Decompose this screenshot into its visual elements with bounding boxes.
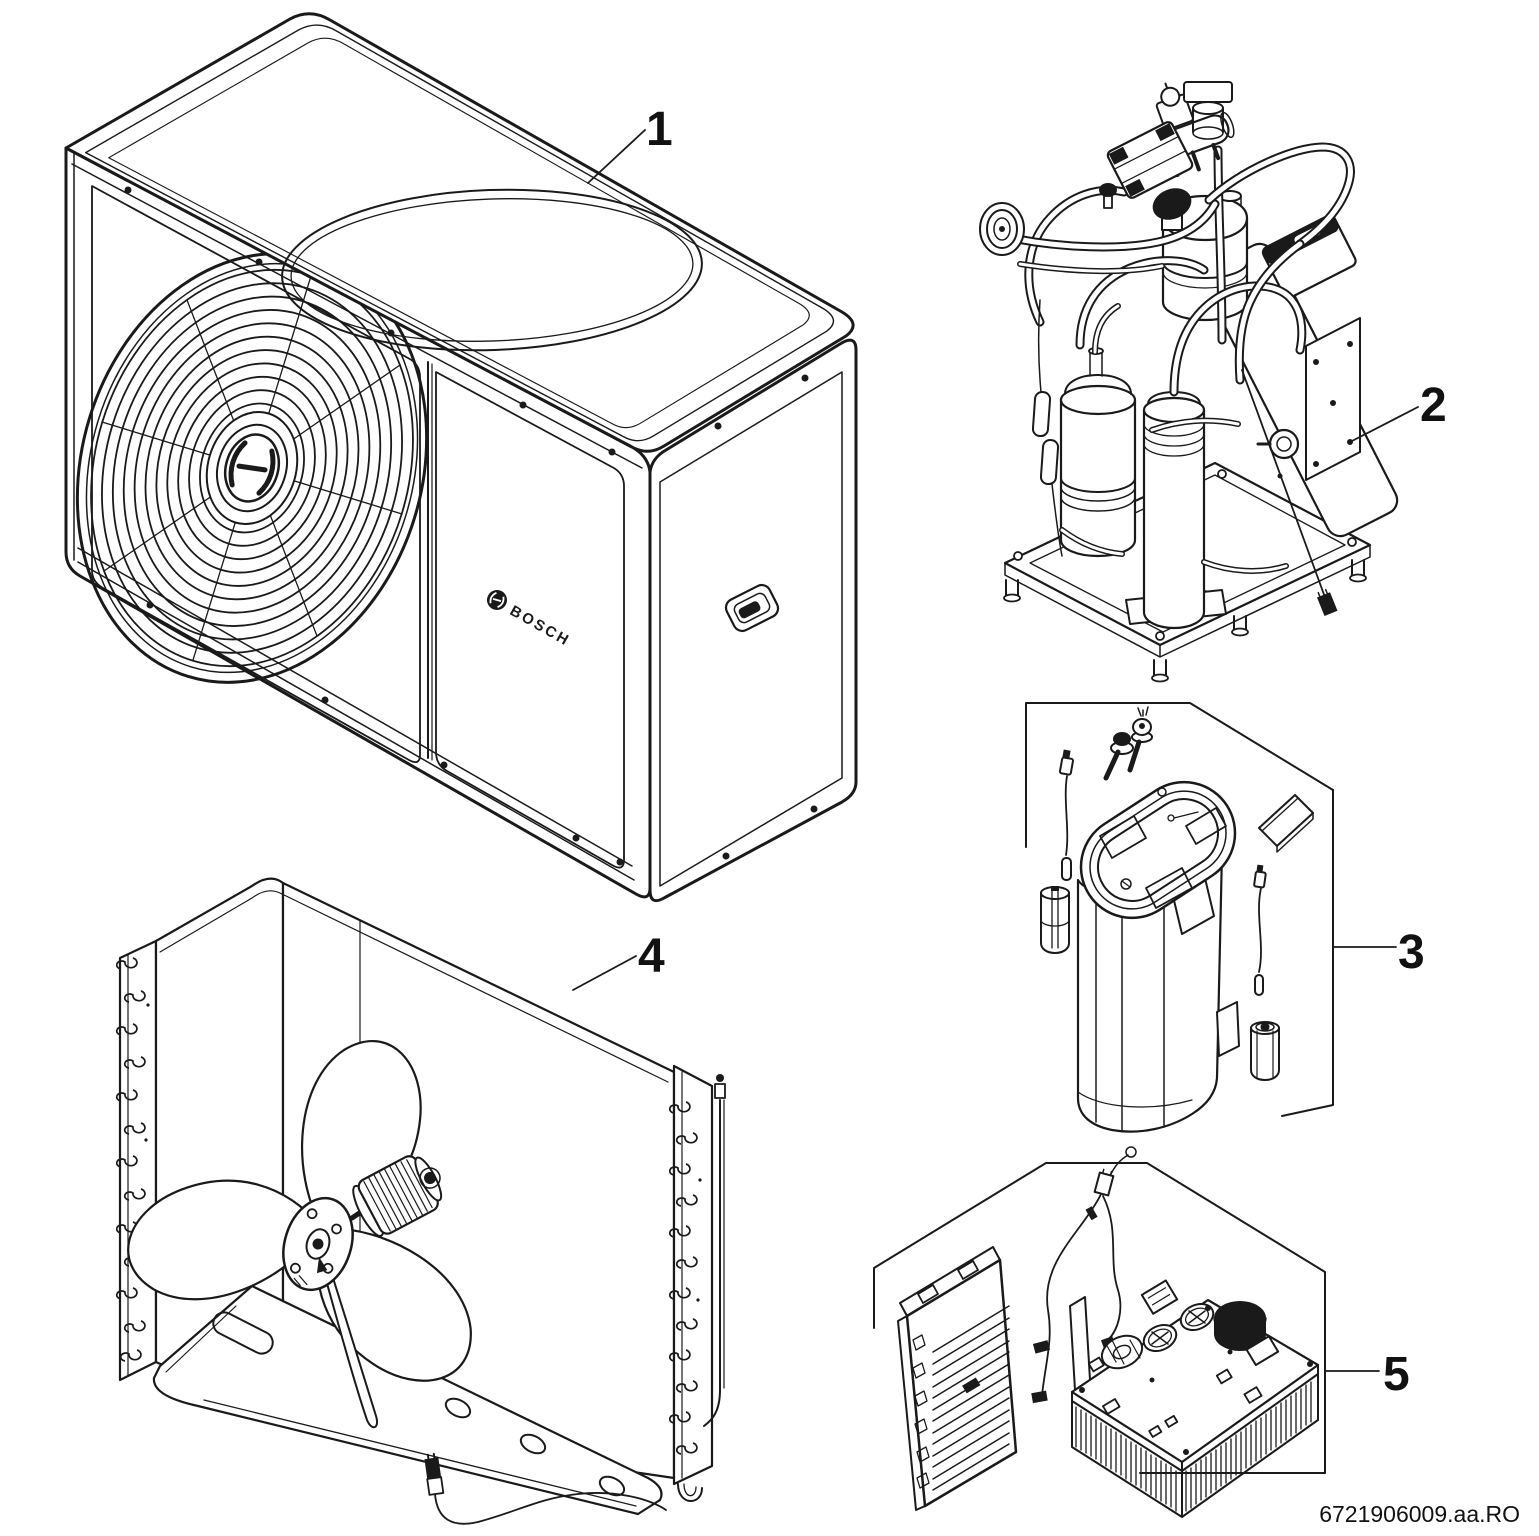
fan-hub-plate [282,1196,354,1292]
grille-rings [90,268,414,668]
inverter-pcb [1069,1279,1320,1518]
pipe-insulation-clamp [1040,886,1070,954]
fan-motor [349,1155,443,1237]
expansion-valve-coil [1099,183,1192,231]
part-2-compressor-assembly[interactable] [979,67,1402,683]
insulation-jacket [1076,780,1240,1133]
heatsink-fins-left [1075,1406,1177,1512]
coil-fins-right [668,1101,702,1455]
callout-3[interactable]: 3 [1332,926,1425,979]
callout-1[interactable]: 1 [587,103,673,184]
callout-2-leader [1351,406,1419,442]
bosch-anchor-logo-icon [223,433,281,503]
inverter-module [897,1246,1018,1511]
callout-3-label[interactable]: 3 [1398,926,1425,979]
fan-motor-cable [424,1452,667,1525]
callout-1-label[interactable]: 1 [646,103,673,156]
callout-2[interactable]: 2 [1351,379,1447,442]
callout-2-label[interactable]: 2 [1420,379,1447,432]
callouts: 1 2 3 4 5 [572,103,1447,1401]
fan-grille [75,252,429,684]
unit-front-panels [64,146,652,899]
suction-port-grommet [979,202,1025,256]
unit-top-panel [64,12,855,453]
insulation-sleeve-small [1250,1021,1280,1081]
callout-5[interactable]: 5 [1324,1348,1410,1401]
kit-box-outline-left [1025,702,1334,848]
wiring-harness [1031,1146,1137,1404]
grommet-plugs [1103,706,1153,781]
part-5-electronics-assembly[interactable] [873,1146,1326,1518]
insulation-pad [1258,794,1314,853]
callout-4[interactable]: 4 [572,930,665,991]
callout-5-label[interactable]: 5 [1383,1348,1410,1401]
temperature-sensor-right [1253,864,1267,996]
callout-4-leader [572,955,637,991]
drawing-number: 6721906009.aa.RO [1319,1501,1520,1527]
kit-box-outline-right [1281,789,1334,1117]
rubber-feet [1003,559,1367,683]
unit-side-panel [648,338,858,903]
part-1-outdoor-unit[interactable]: BOSCH [26,12,858,903]
part-3-sound-insulation-kit[interactable] [1025,702,1334,1133]
callout-4-label[interactable]: 4 [638,930,665,983]
door-handle[interactable] [723,582,781,634]
part-4-heat-exchanger-fan[interactable] [111,877,726,1525]
valve-actuator-bracket [1106,121,1194,199]
top-fan-recess [281,188,703,352]
top-service-cap [1183,81,1233,140]
sensor-pockets [1031,299,1063,557]
jacket-top-ring [1079,780,1237,920]
heatsink-fins-right [1185,1381,1312,1512]
kit-box-outline [873,1162,1326,1474]
receiver-cylinder [1125,391,1227,630]
callout-1-leader [587,129,646,184]
base-bracket [152,1284,663,1516]
dangling-sensor-cable [1241,369,1338,617]
accumulator-cylinder [1059,347,1137,558]
temperature-sensor-left [1059,749,1074,881]
